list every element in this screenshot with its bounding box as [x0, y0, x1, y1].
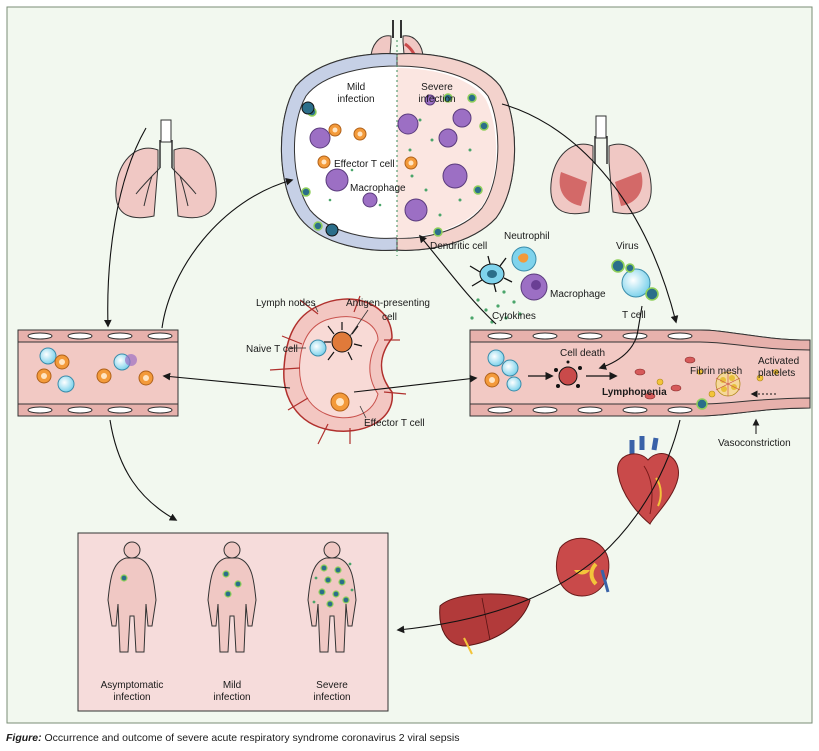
- caption-text: Occurrence and outcome of severe acute r…: [41, 732, 460, 744]
- label-t-cell: T cell: [622, 310, 646, 321]
- heart-icon: [617, 436, 679, 525]
- label-vasoconstriction: Vasoconstriction: [718, 438, 791, 449]
- label-cytokines: Cytokines: [492, 311, 536, 322]
- label-lymph-nodes: Lymph nodes: [256, 298, 316, 309]
- label-outcome-asymptomatic-line2: infection: [113, 692, 150, 703]
- alveolus: Mild infection Severe infection Effector…: [280, 20, 516, 256]
- label-antigen-presenting-cell-line2: cell: [382, 312, 397, 323]
- label-activated-platelets-line2: platelets: [758, 368, 795, 379]
- label-outcome-mild-line2: infection: [213, 692, 250, 703]
- label-outcome-mild-line1: Mild: [223, 680, 241, 691]
- label-cell-death: Cell death: [560, 348, 605, 359]
- label-outcome-asymptomatic-line1: Asymptomatic: [101, 680, 164, 691]
- figure-caption: Figure: Occurrence and outcome of severe…: [6, 732, 816, 744]
- virus-icon: [611, 259, 659, 301]
- label-severe-infection-line2: infection: [418, 94, 455, 105]
- label-dendritic-cell: Dendritic cell: [430, 241, 487, 252]
- flow-arrows: [103, 103, 681, 634]
- blood-vessel-left: [17, 329, 179, 417]
- label-macrophage-blood: Macrophage: [550, 289, 606, 300]
- label-naive-t-cell: Naive T cell: [246, 344, 298, 355]
- dendritic-cell-icon: [469, 255, 513, 293]
- label-antigen-presenting-cell-line1: Antigen-presenting: [346, 298, 430, 309]
- lung-icon-right: [550, 115, 652, 215]
- lymph-node-icon: [269, 295, 407, 445]
- label-fibrin-mesh: Fibrin mesh: [690, 366, 742, 377]
- label-severe-infection-line1: Severe: [421, 82, 453, 93]
- label-outcome-severe-line2: infection: [313, 692, 350, 703]
- lung-icon-left: [115, 119, 217, 219]
- label-virus: Virus: [616, 241, 639, 252]
- kidney-icon: [555, 537, 610, 597]
- label-activated-platelets-line1: Activated: [758, 356, 799, 367]
- body-silhouette-icon: [107, 541, 357, 653]
- label-mild-infection-line1: Mild: [347, 82, 365, 93]
- macrophage-icon: [520, 273, 548, 301]
- caption-label: Figure:: [6, 732, 42, 744]
- label-neutrophil: Neutrophil: [504, 231, 550, 242]
- neutrophil-icon: [511, 246, 537, 272]
- label-effector-t-cell-alveolus: Effector T cell: [334, 159, 395, 170]
- t-cell-icon: [621, 268, 651, 298]
- label-outcome-severe-line1: Severe: [316, 680, 348, 691]
- cytokine-dots: [470, 290, 522, 324]
- blood-vessel-right: [469, 329, 811, 417]
- label-effector-t-cell-lymph: Effector T cell: [364, 418, 425, 429]
- label-mild-infection-line2: infection: [337, 94, 374, 105]
- label-lymphopenia: Lymphopenia: [602, 387, 667, 398]
- label-macrophage-alveolus: Macrophage: [350, 183, 406, 194]
